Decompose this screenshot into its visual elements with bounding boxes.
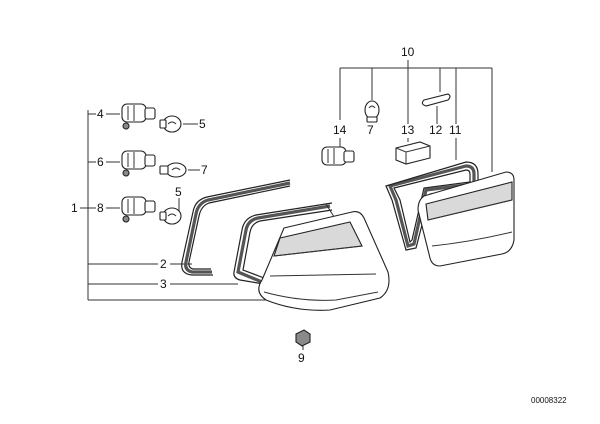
label-11: 11 bbox=[449, 123, 462, 137]
bulb-socket-6 bbox=[121, 150, 156, 177]
label-1: 1 bbox=[71, 201, 78, 215]
bulb-5-bottom bbox=[159, 207, 182, 225]
connector-13 bbox=[395, 141, 431, 165]
left-leader-lines bbox=[80, 110, 270, 301]
label-4: 4 bbox=[97, 107, 104, 121]
nut-9 bbox=[295, 329, 311, 350]
top-leader-lines bbox=[339, 60, 493, 172]
inner-lens bbox=[417, 171, 515, 267]
label-8: 8 bbox=[97, 201, 104, 215]
label-7-right: 7 bbox=[367, 123, 374, 137]
bulb-5-top bbox=[159, 115, 182, 133]
label-9: 9 bbox=[298, 351, 305, 365]
bulb-socket-4 bbox=[121, 103, 156, 130]
seal-11 bbox=[385, 161, 479, 251]
label-13: 13 bbox=[401, 123, 415, 137]
clip-12 bbox=[421, 93, 451, 107]
label-5-top: 5 bbox=[199, 117, 206, 131]
label-6: 6 bbox=[97, 155, 104, 169]
label-12: 12 bbox=[429, 123, 443, 137]
housing-seal-3 bbox=[233, 202, 337, 285]
bulb-socket-8 bbox=[121, 196, 156, 223]
label-10: 10 bbox=[401, 45, 415, 59]
part-number-labels: 4 5 6 7 5 1 8 2 3 9 10 14 7 13 12 11 bbox=[71, 45, 462, 365]
label-3: 3 bbox=[160, 277, 167, 291]
gasket-2 bbox=[181, 179, 291, 276]
label-7-left: 7 bbox=[201, 163, 208, 177]
bulb-7-right bbox=[364, 100, 380, 123]
label-5-bottom: 5 bbox=[175, 185, 182, 199]
outer-lens bbox=[258, 211, 390, 311]
bulb-7-left bbox=[159, 162, 187, 178]
label-14: 14 bbox=[333, 123, 347, 137]
bulb-holder-14 bbox=[321, 146, 355, 166]
label-2: 2 bbox=[160, 257, 167, 271]
reference-code: 00008322 bbox=[531, 396, 567, 405]
